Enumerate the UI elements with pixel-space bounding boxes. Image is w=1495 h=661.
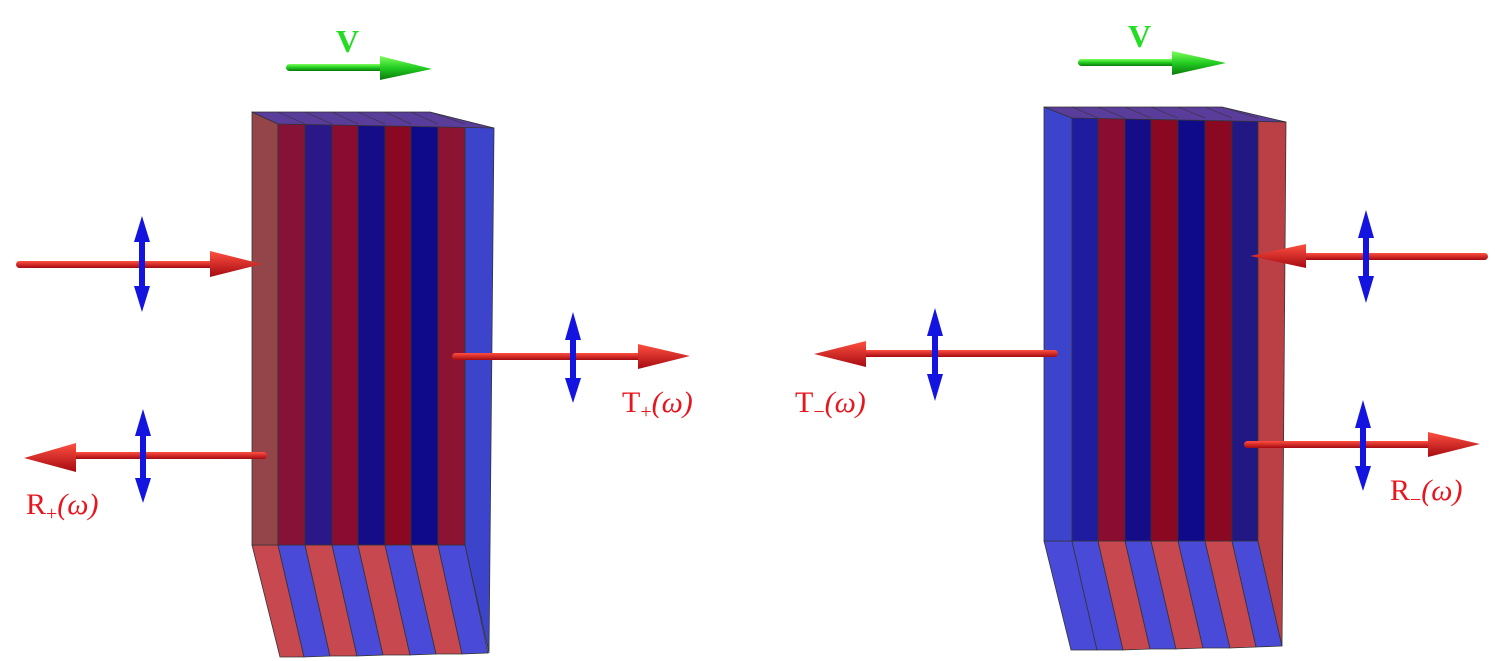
incident-wave-arrow-left [16, 251, 262, 277]
velocity-arrow-left [286, 56, 432, 80]
velocity-label-right: V [1128, 18, 1151, 54]
polarization-arrow-reflected-left [135, 409, 151, 503]
reflected-minus-label: R−(ω) [1390, 474, 1462, 511]
left-slab-top-face [251, 111, 495, 129]
left-layered-slab [251, 111, 495, 658]
reflected-wave-arrow-right [1244, 432, 1480, 457]
velocity-arrow-right [1078, 51, 1226, 75]
right-layered-slab [1043, 106, 1287, 651]
left-slab-bottom-face [251, 544, 489, 658]
polarization-arrow-reflected-right [1355, 400, 1371, 491]
transmitted-minus-label: T−(ω) [795, 386, 866, 423]
polarization-arrow-transmitted-left [565, 312, 581, 403]
polarization-arrow-incident-left [134, 216, 150, 312]
polarization-arrow-incident-right [1358, 210, 1374, 303]
left-slab-layers [251, 111, 495, 654]
right-slab-layers [1043, 106, 1287, 647]
velocity-label-left: V [336, 23, 359, 59]
transmitted-wave-arrow-left [452, 344, 690, 369]
transmitted-wave-arrow-right [814, 341, 1058, 367]
reflected-plus-label: R+(ω) [26, 488, 98, 525]
polarization-arrow-transmitted-right [927, 308, 943, 401]
right-slab-top-face [1043, 106, 1287, 123]
transmitted-plus-label: T+(ω) [622, 386, 693, 423]
reflected-wave-arrow-left [24, 443, 267, 472]
incident-wave-arrow-right [1250, 244, 1488, 268]
right-slab-bottom-face [1043, 540, 1283, 651]
